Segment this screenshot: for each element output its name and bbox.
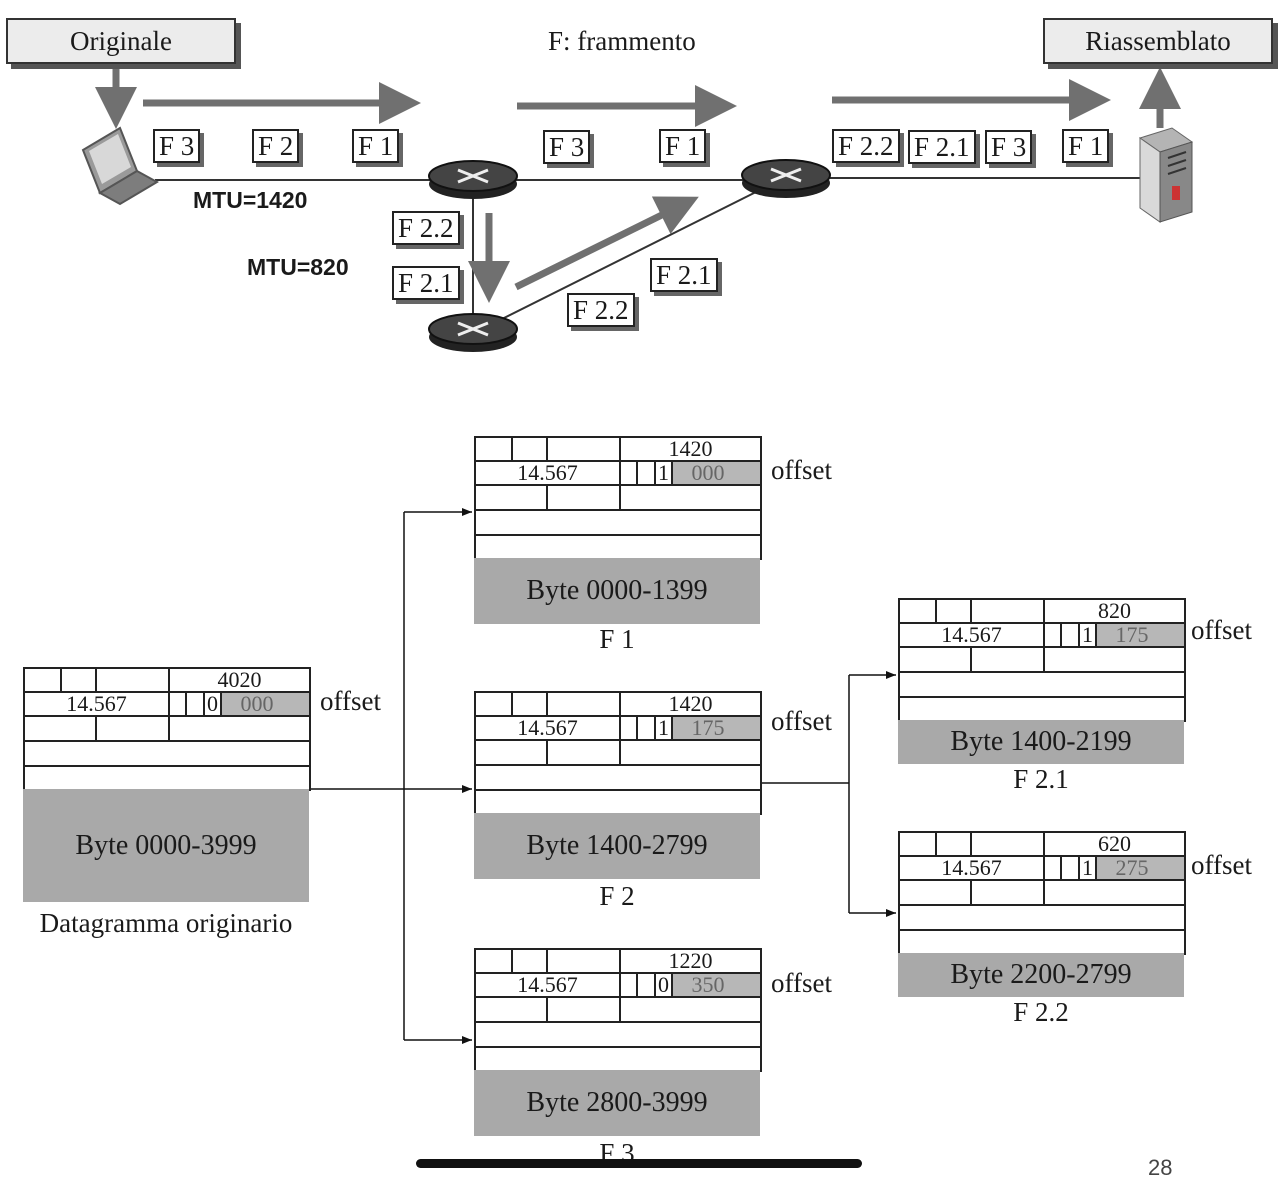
identification: 14.567 [517,715,578,740]
fragment-chip: F 1 [659,129,707,163]
offset-label: offset [320,686,381,716]
fragment-chip: F 2.1 [650,258,718,292]
ip-header: 4020 14.567 0 000 [23,667,311,791]
reassembled-label: Riassemblato [1043,18,1273,64]
fragment-chip: F 2.2 [392,211,460,245]
fragment-offset: 275 [1115,855,1149,880]
total-length: 1420 [668,691,713,716]
server-icon [1138,127,1194,223]
payload-bytes: Byte 2800-3999 [474,1070,760,1136]
identification: 14.567 [66,691,127,716]
caption: F 2.1 [1013,764,1069,794]
payload-bytes: Byte 1400-2199 [898,720,1184,764]
fragment-chip: F 2.2 [832,129,900,163]
payload-bytes: Byte 0000-1399 [474,558,760,624]
mf-flag: 1 [1082,855,1093,880]
home-indicator[interactable] [416,1159,862,1168]
fragment-chip: F 3 [543,130,591,164]
router-2 [741,159,831,198]
caption: F 1 [599,624,635,654]
identification: 14.567 [517,972,578,997]
payload-bytes: Byte 0000-3999 [23,789,309,902]
ip-header: 620 14.567 1 275 [898,831,1186,955]
fragment-offset: 175 [1115,622,1149,647]
fragment-title: F: frammento [548,26,696,56]
caption: Datagramma originario [39,908,293,938]
fragment-offset: 350 [691,972,725,997]
ip-header: 1420 14.567 1 175 [474,691,762,815]
fragment-offset: 000 [240,691,274,716]
fragment-chip: F 2.1 [908,130,976,164]
total-length: 4020 [217,667,262,692]
payload-bytes: Byte 2200-2799 [898,953,1184,997]
fragment-offset: 175 [691,715,725,740]
fragment-chip: F 3 [985,130,1033,164]
offset-label: offset [1191,615,1252,645]
offset-label: offset [771,706,832,736]
total-length: 1220 [668,948,713,973]
caption: F 2 [599,881,635,911]
mf-flag: 1 [1082,622,1093,647]
mtu-1420-label: MTU=1420 [193,187,308,213]
network-lines [81,67,1194,352]
fragment-chip: F 2.2 [567,293,635,327]
identification: 14.567 [941,855,1002,880]
fragment-chip: F 1 [1062,129,1110,163]
total-length: 820 [1098,598,1131,623]
router-3 [428,313,518,352]
fragmentation-arrows [310,508,896,1044]
page-number: 28 [1148,1155,1173,1180]
caption: F 2.2 [1013,997,1069,1027]
payload-bytes: Byte 1400-2799 [474,813,760,879]
fragment-chip: F 2.1 [392,266,460,300]
fragment-offset: 000 [691,460,725,485]
mf-flag: 0 [658,972,669,997]
identification: 14.567 [941,622,1002,647]
mtu-820-label: MTU=820 [247,254,349,280]
mf-flag: 0 [207,691,218,716]
fragment-chip: F 1 [352,129,400,163]
laptop-icon [81,126,160,206]
ip-header: 1420 14.567 1 000 [474,436,762,560]
mf-flag: 1 [658,460,669,485]
offset-label: offset [1191,850,1252,880]
identification: 14.567 [517,460,578,485]
ip-header: 1220 14.567 0 350 [474,948,762,1072]
mf-flag: 1 [658,715,669,740]
offset-label: offset [771,968,832,998]
offset-label: offset [771,455,832,485]
router-1 [428,160,518,199]
original-label: Originale [6,18,236,64]
fragment-chip: F 2 [252,129,300,163]
total-length: 1420 [668,436,713,461]
ip-header: 820 14.567 1 175 [898,598,1186,722]
fragment-chip: F 3 [153,129,201,163]
total-length: 620 [1098,831,1131,856]
